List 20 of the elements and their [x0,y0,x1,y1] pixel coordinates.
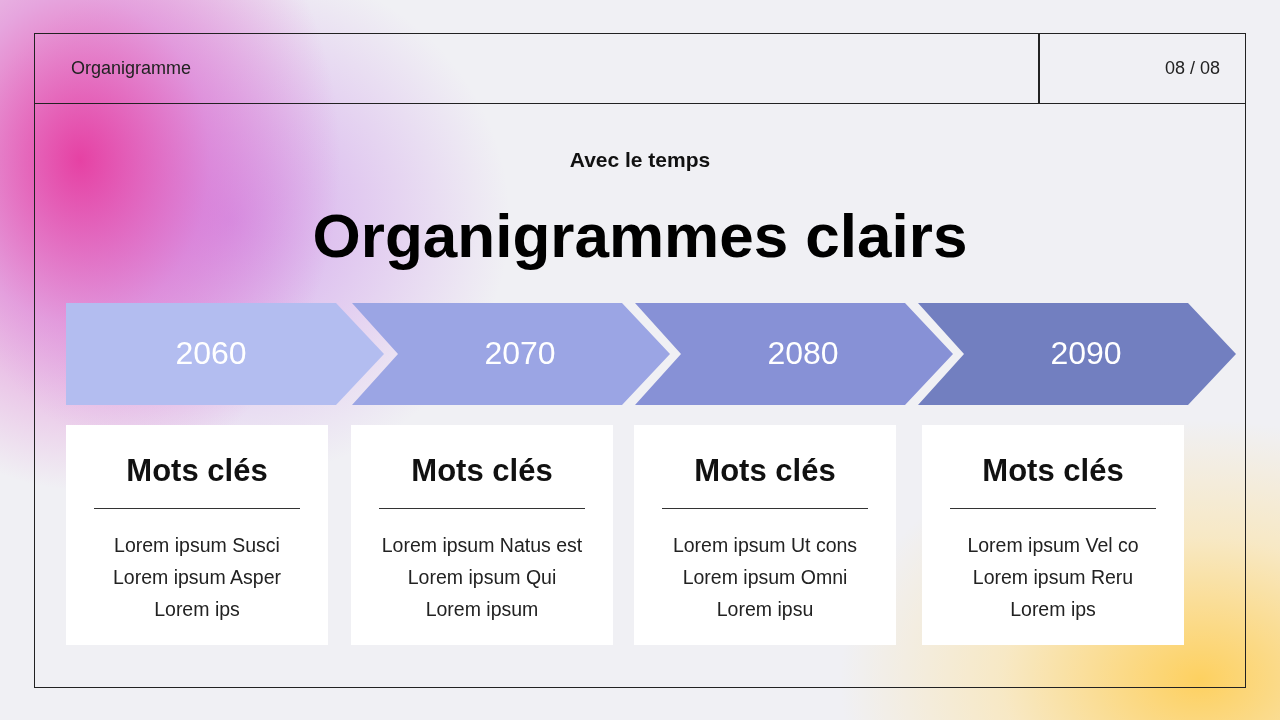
slide-title: Organigrammes clairs [311,200,969,271]
card-heading: Mots clés [410,453,554,489]
content-card [634,425,896,645]
card-heading: Mots clés [981,453,1125,489]
card-heading: Mots clés [125,453,269,489]
card-heading: Mots clés [693,453,837,489]
subtitle: Avec le temps [568,148,712,172]
page-number: 08 / 08 [1164,58,1220,79]
content-card [351,425,613,645]
card-text: Lorem ipsum Vel co Lorem ipsum Reru Lorem ips [966,533,1140,622]
header-title: Organigramme [71,58,192,79]
card-text: Lorem ipsum Natus est Lorem ipsum Qui Lorem ipsum [380,533,584,622]
year-label: 2060 [174,335,248,372]
content-card [66,425,328,645]
card-text: Lorem ipsum Ut cons Lorem ipsum Omni Lorem ipsu [671,533,859,622]
card-text: Lorem ipsum Susci Lorem ipsum Asper Lorem ips [112,533,282,622]
year-label: 2080 [766,335,840,372]
year-label: 2070 [483,335,557,372]
year-label: 2090 [1049,335,1123,372]
content-card [922,425,1184,645]
